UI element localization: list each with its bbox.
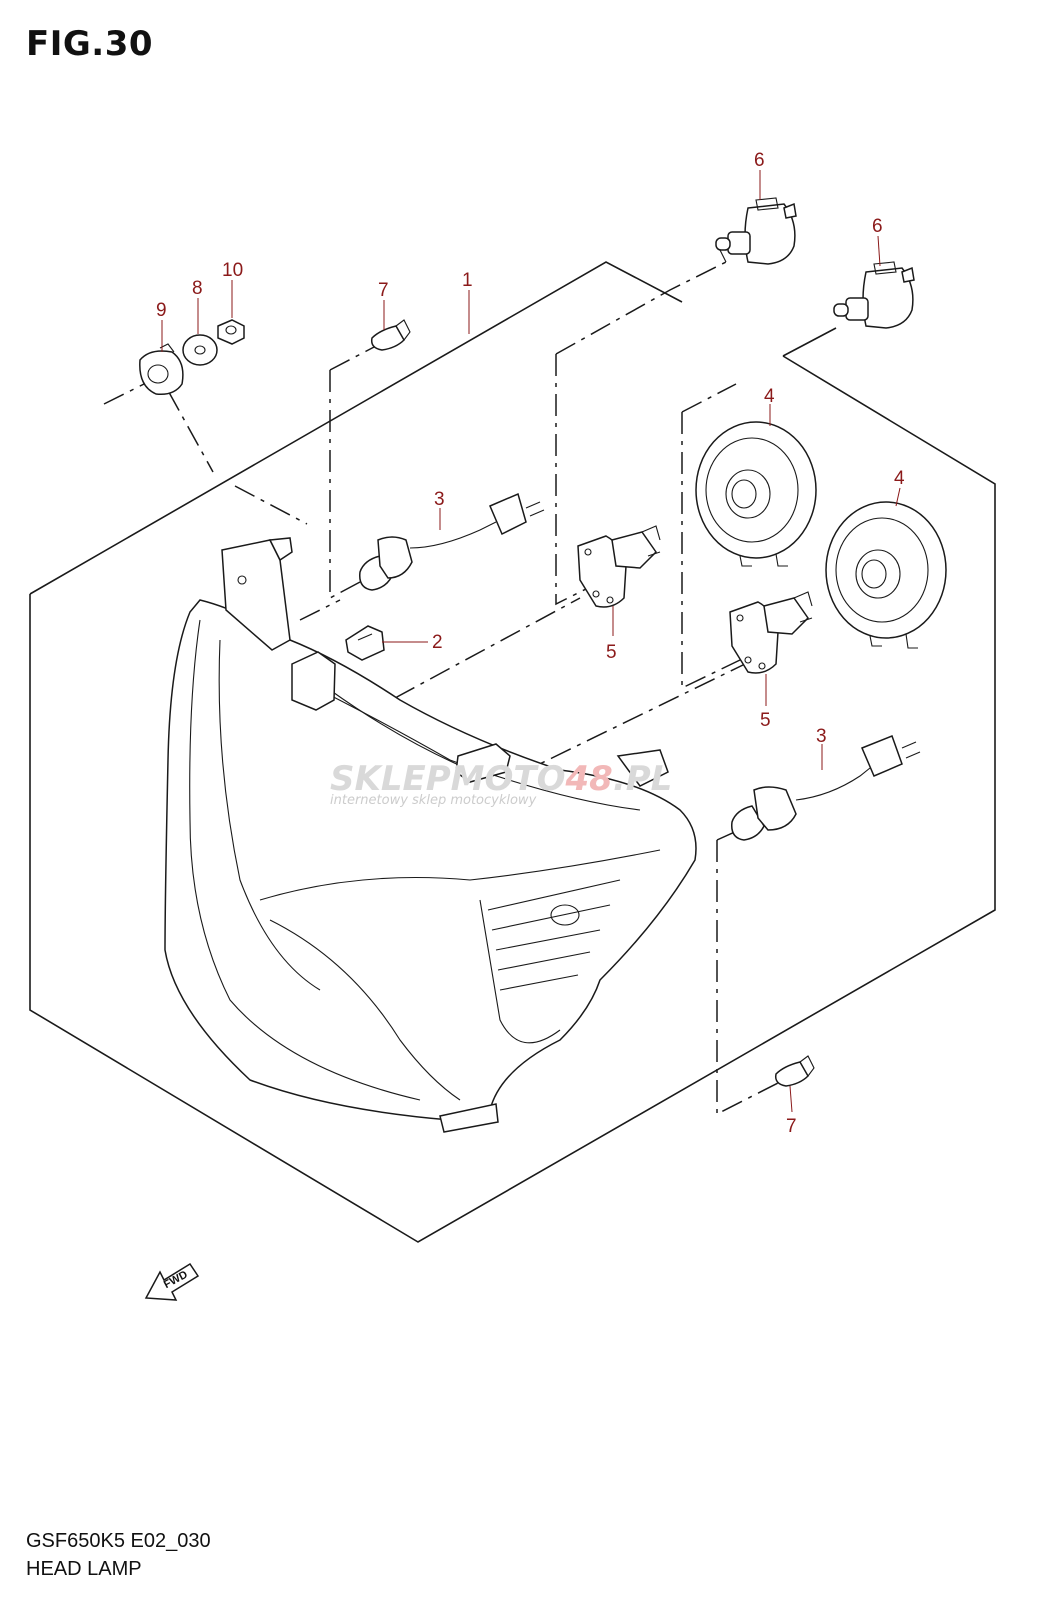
- callout-leaders: [161, 170, 901, 1113]
- assembly-outline: [29, 261, 996, 1243]
- reference-lines: [103, 261, 781, 1116]
- callout-7-lower: 7: [786, 1116, 797, 1137]
- callout-5-upper: 5: [606, 642, 617, 663]
- socket-harness-upper: [359, 492, 545, 591]
- socket-harness-lower: [731, 735, 921, 841]
- watermark: SKLEPMOTO48.PL internetowy sklep motocyk…: [330, 759, 672, 808]
- bulb-position-lower: [774, 1055, 815, 1087]
- bulb-h4-upper: [715, 197, 797, 265]
- callout-4-lower: 4: [894, 468, 905, 489]
- callout-5-lower: 5: [760, 710, 771, 731]
- callout-10: 10: [222, 260, 243, 281]
- watermark-tagline: internetowy sklep motocyklowy: [330, 793, 537, 808]
- watermark-brand-2: MOTO: [451, 759, 566, 799]
- callout-labels: 1 2 3 3 4 4 5 5 6 6 7 7 8 9 10: [156, 150, 905, 1137]
- bulb-holder-upper: [577, 525, 661, 608]
- callout-6-lower: 6: [872, 216, 883, 237]
- grommet: [139, 343, 184, 396]
- callout-8: 8: [192, 278, 203, 299]
- callout-6-upper: 6: [754, 150, 765, 171]
- part-group-name: HEAD LAMP: [26, 1558, 142, 1580]
- callout-1: 1: [462, 270, 473, 291]
- callout-3-upper: 3: [434, 489, 445, 510]
- bulb-h4-lower: [833, 261, 915, 329]
- figure-title: FIG.30: [26, 24, 154, 64]
- callout-4-upper: 4: [764, 386, 775, 407]
- bulb-holder-lower: [729, 591, 813, 674]
- callout-2: 2: [432, 632, 443, 653]
- callout-3-lower: 3: [816, 726, 827, 747]
- model-code: GSF650K5 E02_030: [26, 1530, 211, 1552]
- fwd-arrow-icon: FWD: [144, 1262, 200, 1301]
- reflector-cup-upper: [695, 421, 817, 567]
- nut: [217, 319, 245, 345]
- svg-text:SKLEPMOTO48.PL: SKLEPMOTO48.PL: [330, 759, 672, 799]
- watermark-brand-1: SKLEP: [330, 759, 451, 799]
- watermark-brand-4: .PL: [613, 759, 673, 799]
- callout-7-upper: 7: [378, 280, 389, 301]
- watermark-brand-3: 48: [565, 759, 613, 799]
- bulb-position-upper: [370, 319, 411, 351]
- reflector-cup-lower: [825, 501, 947, 649]
- clip-nut: [345, 625, 385, 661]
- headlamp-housing: [164, 537, 697, 1133]
- washer: [182, 334, 218, 366]
- callout-9: 9: [156, 300, 167, 321]
